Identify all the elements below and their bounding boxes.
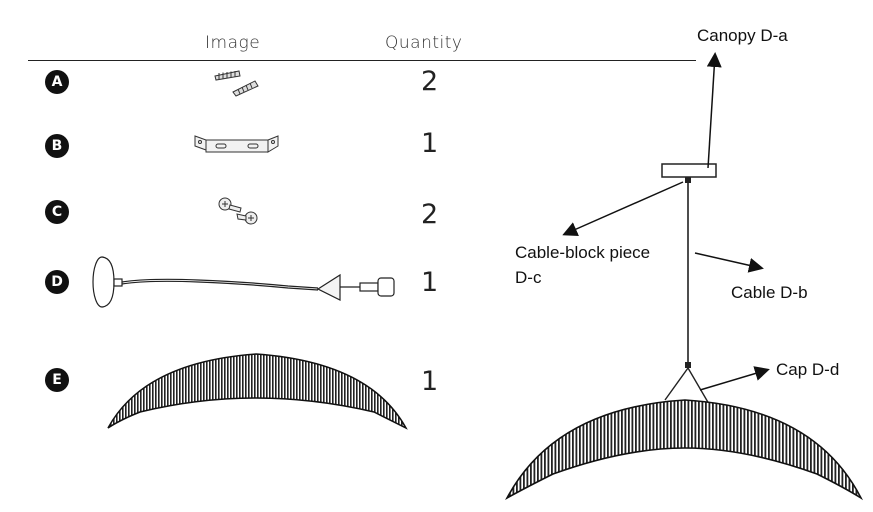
label-cable: Cable D-b — [731, 283, 808, 302]
label-cable-block-line1: Cable-block piece — [515, 243, 651, 262]
row-letter-d: D — [45, 270, 69, 294]
quantity-column-header: Quantity — [385, 33, 463, 53]
label-cable-block-line2: D-c — [515, 268, 542, 287]
wall-anchors-icon — [205, 66, 265, 100]
quantity-c: 2 — [421, 199, 439, 230]
quantity-d: 1 — [421, 267, 439, 298]
header-divider — [28, 60, 696, 61]
row-letter-e: E — [45, 368, 69, 392]
label-canopy: Canopy D-a — [697, 26, 788, 45]
pendant-assembly-diagram — [495, 48, 873, 508]
label-cap: Cap D-d — [776, 360, 840, 379]
image-column-header: Image — [205, 33, 261, 53]
mounting-bracket-icon — [192, 130, 282, 160]
quantity-b: 1 — [421, 128, 439, 159]
row-letter-a: A — [45, 70, 69, 94]
screws-icon — [215, 194, 265, 228]
quantity-e: 1 — [421, 366, 439, 397]
row-letter-c: C — [45, 200, 69, 224]
row-letter-b: B — [45, 134, 69, 158]
canopy-cable-assembly-icon — [88, 250, 408, 310]
quantity-a: 2 — [421, 66, 439, 97]
dome-shade-icon — [104, 350, 410, 434]
